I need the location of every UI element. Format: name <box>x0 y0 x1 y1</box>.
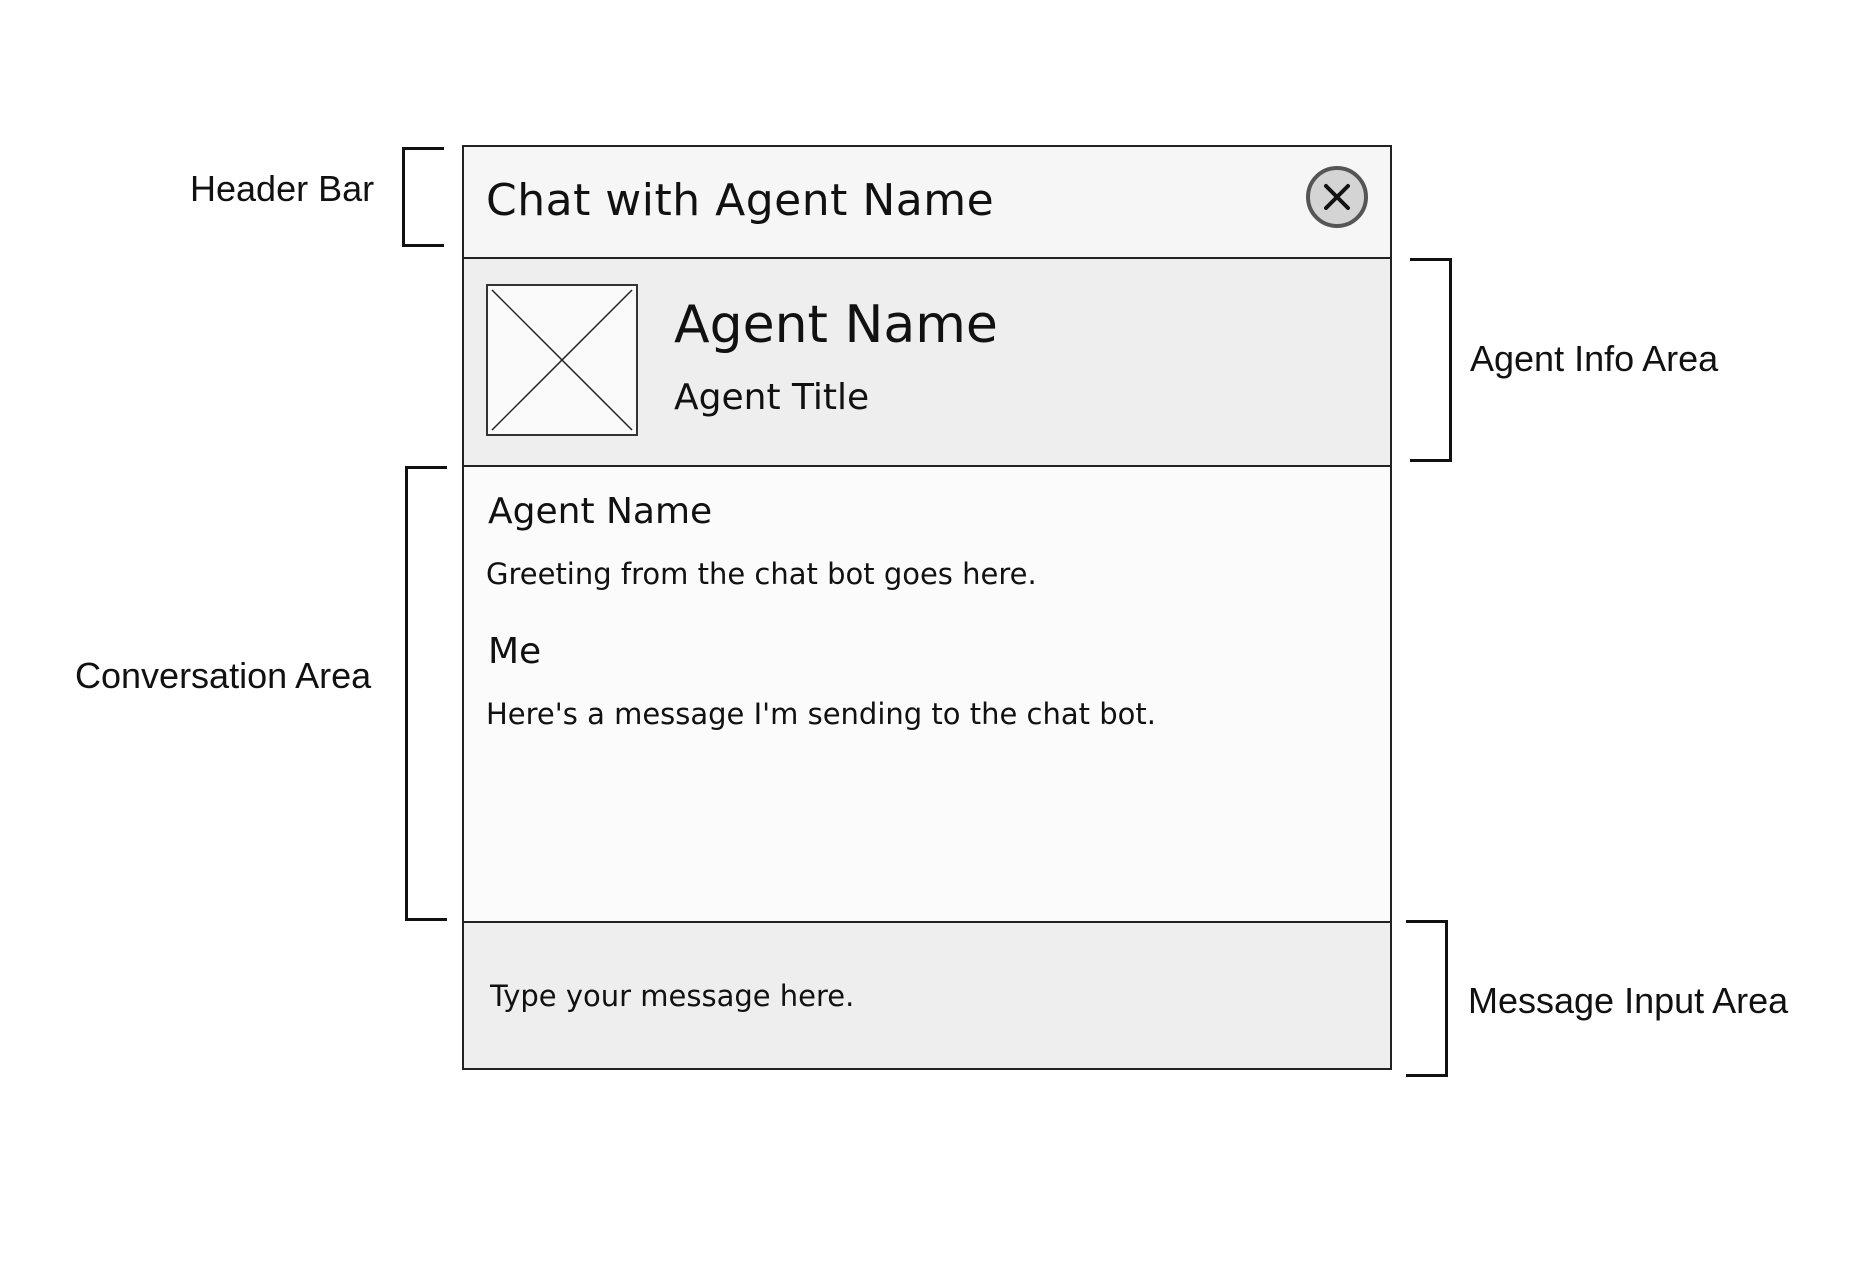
bracket-message-input-area <box>1406 920 1448 1077</box>
message-sender: Me <box>488 631 542 672</box>
annotation-message-input-area: Message Input Area <box>1468 980 1789 1021</box>
bracket-agent-info-area <box>1410 258 1452 462</box>
message-sender: Agent Name <box>488 491 713 532</box>
conversation-area[interactable]: Agent Name Greeting from the chat bot go… <box>464 467 1390 923</box>
agent-name: Agent Name <box>674 295 998 355</box>
agent-avatar <box>486 284 638 436</box>
bracket-conversation-area <box>405 466 447 921</box>
annotation-agent-info-area: Agent Info Area <box>1470 338 1719 379</box>
annotation-header-bar: Header Bar <box>190 168 375 209</box>
message-text: Greeting from the chat bot goes here. <box>486 557 1037 591</box>
header-title: Chat with Agent Name <box>486 175 995 226</box>
image-placeholder-icon <box>491 289 633 431</box>
header-bar: Chat with Agent Name <box>464 147 1390 259</box>
message-input-area <box>464 923 1390 1068</box>
agent-title: Agent Title <box>674 377 870 418</box>
close-button[interactable] <box>1306 166 1368 228</box>
bracket-header-bar <box>402 147 444 247</box>
message-text: Here's a message I'm sending to the chat… <box>486 697 1156 731</box>
chat-window: Chat with Agent Name Agent Name Agent Ti… <box>462 145 1392 1070</box>
message-input[interactable] <box>464 923 1390 1068</box>
close-icon <box>1324 184 1350 210</box>
annotation-conversation-area: Conversation Area <box>75 655 372 696</box>
agent-info-area: Agent Name Agent Title <box>464 259 1390 467</box>
